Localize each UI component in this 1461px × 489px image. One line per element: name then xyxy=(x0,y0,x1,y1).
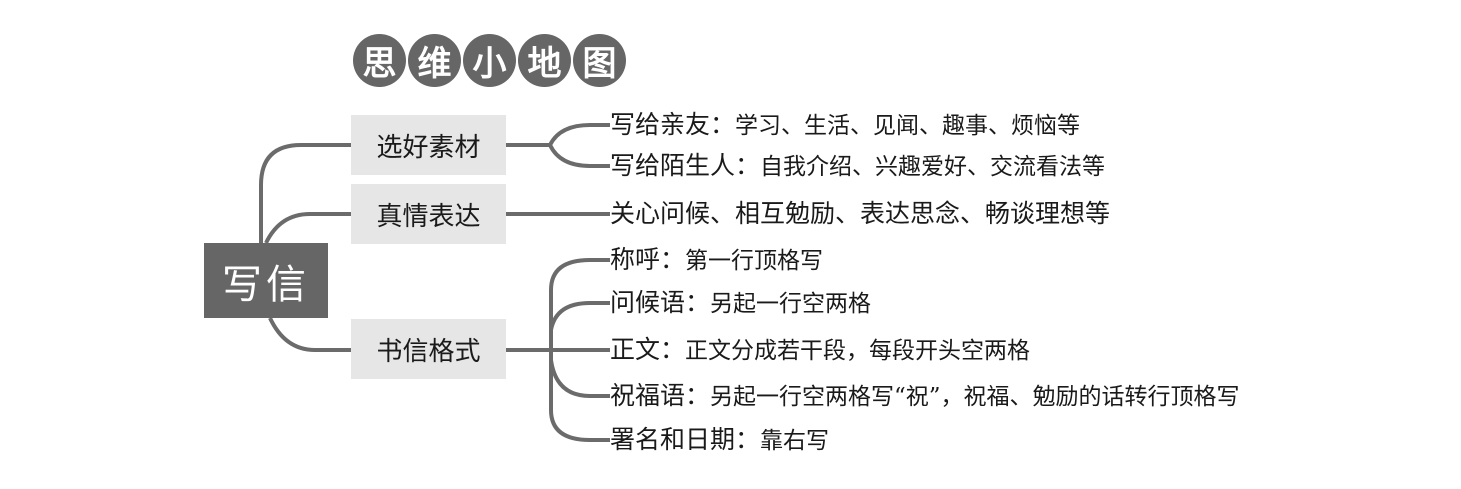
leaf-item: 署名和日期：靠右写 xyxy=(610,425,829,456)
leaf-label: 写给陌生人： xyxy=(610,151,761,180)
leaf-detail: 另起一行空两格写“祝”，祝福、勉励的话转行顶格写 xyxy=(710,384,1240,410)
connector-material-leaves xyxy=(506,123,610,168)
title-badges: 思 维 小 地 图 xyxy=(353,34,626,87)
leaf-label: 祝福语： xyxy=(610,381,711,410)
leaf-label: 写给亲友： xyxy=(610,110,736,139)
title-char: 地 xyxy=(518,34,571,87)
leaf-detail: 正文分成若干段，每段开头空两格 xyxy=(685,338,1031,364)
leaf-item: 称呼：第一行顶格写 xyxy=(610,245,823,276)
leaf-label: 问候语： xyxy=(610,288,711,317)
connector-root-emotion xyxy=(264,212,351,244)
leaf-label: 称呼： xyxy=(610,245,686,274)
leaf-item: 写给亲友：学习、生活、见闻、趣事、烦恼等 xyxy=(610,110,1080,141)
leaf-detail: 第一行顶格写 xyxy=(685,248,824,274)
leaf-item: 正文：正文分成若干段，每段开头空两格 xyxy=(610,335,1030,366)
leaf-item: 写给陌生人：自我介绍、兴趣爱好、交流看法等 xyxy=(610,151,1105,182)
leaf-label: 署名和日期： xyxy=(610,425,761,454)
leaf-item: 问候语：另起一行空两格 xyxy=(610,288,871,319)
branch-material: 选好素材 xyxy=(351,115,506,175)
title-char: 图 xyxy=(573,34,626,87)
title-char: 小 xyxy=(463,34,516,87)
connector-format-leaves xyxy=(506,258,610,442)
connector-root-material xyxy=(259,143,351,243)
leaf-label: 正文： xyxy=(610,335,686,364)
title-char: 思 xyxy=(353,34,406,87)
leaf-detail: 自我介绍、兴趣爱好、交流看法等 xyxy=(760,154,1106,180)
connector-root-format xyxy=(268,317,351,352)
title-char: 维 xyxy=(408,34,461,87)
leaf-detail: 靠右写 xyxy=(760,428,830,454)
root-node: 写信 xyxy=(204,243,328,318)
leaf-item: 祝福语：另起一行空两格写“祝”，祝福、勉励的话转行顶格写 xyxy=(610,381,1240,412)
leaf-item: 关心问候、相互勉励、表达思念、畅谈理想等 xyxy=(610,199,1110,229)
branch-emotion: 真情表达 xyxy=(351,184,506,244)
leaf-detail: 学习、生活、见闻、趣事、烦恼等 xyxy=(735,113,1081,139)
branch-format: 书信格式 xyxy=(351,319,506,379)
leaf-label: 关心问候、相互勉励、表达思念、畅谈理想等 xyxy=(610,199,1111,228)
leaf-detail: 另起一行空两格 xyxy=(710,291,872,317)
